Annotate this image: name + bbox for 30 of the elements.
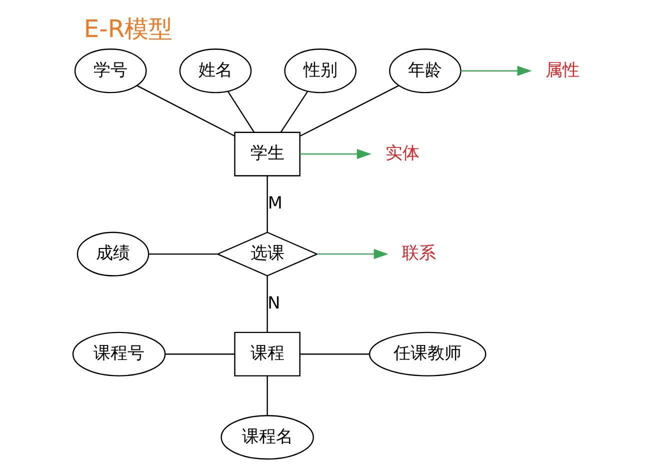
diagram-title: E-R模型	[84, 15, 173, 44]
node-text: 联系	[402, 242, 436, 263]
node-ellipse: 性别	[284, 48, 357, 94]
node-box: 课程	[234, 332, 300, 376]
connector	[266, 376, 268, 416]
connector	[266, 176, 268, 232]
connector	[148, 253, 218, 255]
node-text: 实体	[385, 142, 420, 162]
connector	[300, 85, 400, 136]
node-ellipse: 成绩	[76, 232, 150, 276]
node-ellipse: 姓名	[179, 48, 252, 94]
connector	[227, 90, 255, 132]
node-ellipse: 年龄	[389, 48, 462, 94]
connector	[300, 354, 370, 355]
connector	[280, 90, 308, 132]
node-ellipse: 课程号	[72, 332, 166, 376]
node-ellipse: 学号	[74, 48, 147, 94]
arrow	[317, 249, 388, 260]
node-ellipse: 课程名	[220, 415, 314, 460]
connector	[136, 85, 235, 136]
edge-label: M	[268, 192, 282, 213]
node-diamond: 选课	[216, 232, 318, 276]
edge-label: N	[268, 292, 280, 313]
connector	[165, 354, 235, 355]
node-ellipse: 任课教师	[368, 332, 486, 376]
node-text: 属性	[546, 59, 580, 80]
connector	[266, 276, 268, 332]
arrow	[300, 148, 372, 160]
node-box: 学生	[234, 132, 300, 176]
arrow	[460, 66, 532, 76]
